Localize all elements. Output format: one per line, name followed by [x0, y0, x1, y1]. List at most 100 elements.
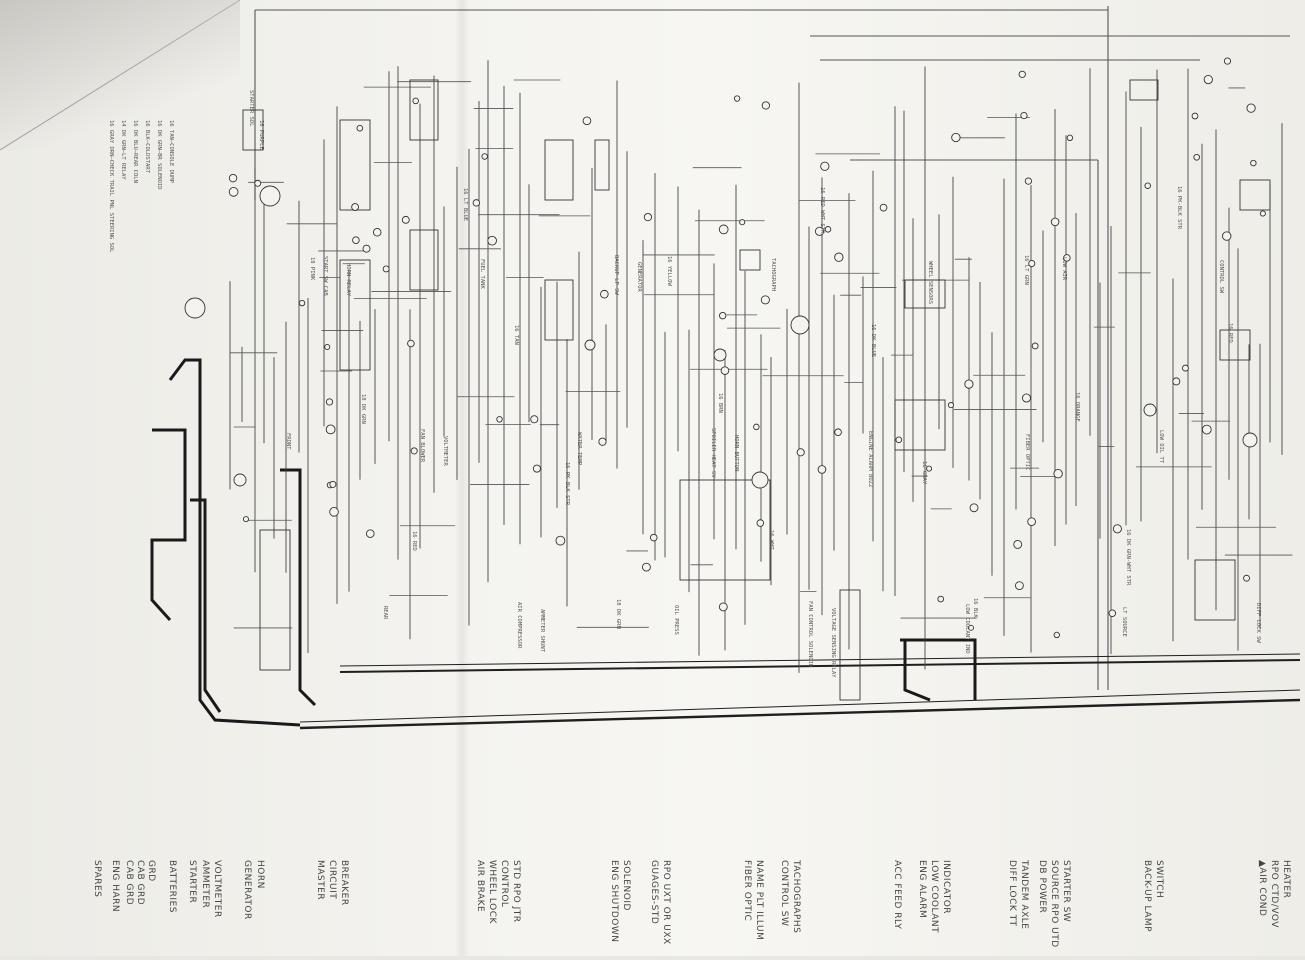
legend-entry: 16 DK BLU—REAR COLN: [132, 120, 138, 183]
circuit-label: WHEEL LOCK: [487, 860, 497, 924]
wire-label: 16 WHT: [768, 530, 774, 551]
ground-bus: [299, 653, 1301, 730]
page-fold: [455, 0, 469, 956]
circuit-label: STD RPO JTR: [511, 860, 521, 923]
component-label: HORN RELAY: [345, 263, 351, 297]
wire-label: 18 DK GRN: [615, 599, 621, 629]
wire-label: 16 BLK: [972, 598, 978, 619]
component-label: CONTROL SW: [1218, 260, 1224, 294]
circuit-label: GENERATOR: [242, 860, 252, 920]
wire-label: 16 YELLOW: [666, 256, 672, 286]
component-label: HORN BUTTON: [733, 435, 739, 471]
component-label: WATER TEMP: [576, 432, 582, 466]
circuit-label: CONTROL SW: [779, 860, 789, 926]
circuit-label: RPO CTD/VOV: [1269, 860, 1279, 928]
circuit-label: ▲AIR COND: [1257, 860, 1267, 916]
circuit-label: NAME PLT ILLUM: [754, 860, 764, 940]
wire-label: 16 PURPLE: [258, 120, 264, 150]
circuit-label: BACK-UP LAMP: [1142, 860, 1152, 932]
component-label: VOLTAGE SENSING RELAY: [830, 608, 836, 678]
component-label: LOW COOLANT IND: [964, 604, 970, 654]
circuit-wires: [229, 60, 1283, 673]
component-label: SPOILER HEAT SV: [710, 428, 716, 478]
circuit-label: TACHOGRAPHS: [791, 859, 801, 933]
component-label: FUEL TANK: [479, 259, 485, 289]
component-label: GENERATOR: [636, 262, 642, 292]
wire-label: 16 TAN: [513, 325, 519, 345]
component-label: LOW AIR: [1061, 257, 1067, 281]
page-shadow: [0, 0, 240, 150]
component-label: REAR: [382, 606, 388, 620]
component-label-layer: STARTER SOL HORN RELAY VOLTMETER AMMETER SH…: [248, 90, 1261, 678]
wire-label-layer: 16 PURPLE 18 PINK 18 DK GRN 16 RED 16 LT BLU…: [258, 120, 1233, 629]
circuit-label: STARTER SW: [1061, 860, 1071, 922]
component-label: FIBER OPTIC: [1024, 434, 1030, 470]
component-label: ENGINE ALARM BUZZ: [867, 431, 873, 488]
wire-label: 16 ORANGE: [1074, 392, 1080, 422]
circuit-label: AMMETER: [200, 860, 210, 908]
circuit-label: STARTER: [187, 860, 197, 903]
wire-label: 16 LT BLUE: [462, 188, 468, 221]
component-label: LOW OIL TT: [1158, 430, 1164, 464]
circuit-label: INDICATOR: [941, 860, 951, 914]
circuit-label: BATTERIES: [167, 860, 177, 913]
component-label: WHEEL SENSORS: [927, 261, 933, 304]
circuit-label: RPO UXT OR UXX: [661, 860, 671, 945]
wire-label: 16 DK BLUE: [870, 324, 876, 357]
component-label: VOLTMETER: [442, 436, 448, 466]
component-boxes: [242, 79, 1271, 701]
circuit-label: LOW COOLANT: [929, 860, 939, 933]
circuit-label: HEATER: [1281, 860, 1291, 898]
circuit-label: CONTROL: [499, 860, 509, 907]
frame-lines: [254, 6, 1290, 690]
circuit-label: VOLTMETER: [212, 860, 222, 918]
legend-entry: 16 TAN—CONSOLE DUMP: [168, 120, 174, 184]
circuit-label: ENG ALARM: [917, 860, 927, 918]
wire-label: 18 PINK: [309, 257, 315, 281]
cross-wires: [230, 79, 1293, 629]
circuit-label: ENG SHUTDOWN: [609, 860, 619, 942]
circuit-label: HORN: [255, 860, 265, 889]
wire-label: 16 LT GRN: [1023, 255, 1029, 285]
circuit-label: AIR BRAKE: [475, 860, 485, 912]
component-circles: [184, 57, 1266, 639]
component-label: START SW CAB: [322, 256, 328, 296]
circuit-label: CAB GRD: [124, 860, 134, 905]
component-label: OIL PRESS: [673, 605, 679, 635]
component-label: FRONT: [285, 433, 291, 450]
legend-entry: 16 DK GRN—BR SOLENOID: [156, 120, 162, 190]
circuit-label: MASTER: [315, 860, 325, 900]
wire-label: 16 RED-WHT STR: [819, 187, 825, 234]
legend-entry: 14 DK GRN—LT RELAY: [120, 120, 126, 180]
circuit-label: GRD: [146, 860, 156, 882]
circuit-label: TANDEM AXLE: [1019, 859, 1029, 929]
circuit-label: BREAKER: [339, 860, 349, 906]
component-label: AMMETER SHUNT: [539, 609, 545, 653]
component-label: STARTER SOL: [248, 90, 254, 127]
circuit-label: CAB GRD: [135, 860, 145, 905]
wire-label: 16 DK GRN-WHT STR: [1125, 529, 1131, 586]
circuit-label: DIFF LOCK TT: [1007, 860, 1017, 926]
component-label: AIR COMPRESSOR: [516, 602, 522, 649]
circuit-label: SPARES: [92, 860, 102, 897]
circuit-label: SOLENOID: [621, 860, 631, 911]
circuit-label: FIBER OPTIC: [742, 860, 752, 921]
wire-label: 16 PK-BLK STR: [1176, 186, 1182, 230]
component-label: FAN BLOWER: [419, 429, 425, 463]
component-label: LT SOURCE: [1121, 607, 1127, 637]
wire-label: 16 RED: [1227, 323, 1233, 343]
circuit-label: GUAGES-STD: [649, 860, 659, 924]
wire-label: 16 PK-BLK STR: [564, 462, 570, 506]
battery-cables: [150, 358, 977, 727]
circuit-label: CIRCUIT: [327, 860, 337, 899]
circuit-label: ENG HARN: [110, 860, 120, 912]
wire-label: 16 RED: [411, 531, 417, 551]
component-label: DIFF LOCK SW: [1255, 603, 1261, 643]
circuit-label: SOURCE RPO UTD: [1049, 860, 1059, 948]
circuit-label: DB POWER: [1037, 860, 1047, 913]
component-label: TACHOGRAPH: [770, 258, 776, 291]
wire-label: 18 DK GRN: [360, 394, 366, 424]
